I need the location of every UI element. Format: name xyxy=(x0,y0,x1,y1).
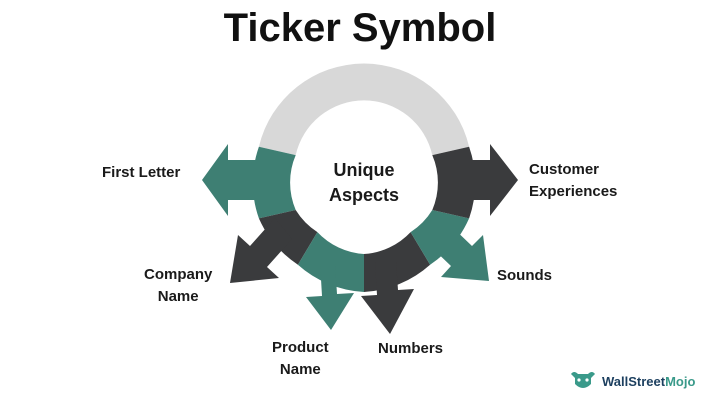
aspect-label-company-name: Company Name xyxy=(144,266,213,305)
brand-name: WallStreetMojo xyxy=(602,373,696,389)
center-label: Unique Aspects xyxy=(308,158,420,208)
brand-bull-icon xyxy=(571,372,595,388)
aspect-label-customer-experiences: Customer Experiences xyxy=(529,161,618,200)
aspect-segment-customer-experiences xyxy=(432,144,518,219)
aspect-segment-product-name xyxy=(297,232,364,330)
aspect-segment-numbers xyxy=(361,232,431,334)
aspect-label-numbers: Numbers xyxy=(378,340,444,357)
aspect-label-sounds: Sounds xyxy=(497,267,552,284)
aspect-label-first-letter: First Letter xyxy=(102,164,181,181)
center-line-2: Aspects xyxy=(328,185,400,205)
aspect-label-product-name: Product Name xyxy=(272,339,329,378)
center-line-1: Unique xyxy=(333,160,395,180)
diagram-title: Ticker Symbol xyxy=(223,6,497,50)
ring-top-arc xyxy=(258,63,470,156)
aspect-segment-first-letter xyxy=(202,144,296,219)
brand-logo: WallStreetMojo xyxy=(568,368,695,394)
aspect-segment-company-name xyxy=(230,210,318,283)
aspect-segment-sounds xyxy=(410,210,489,281)
